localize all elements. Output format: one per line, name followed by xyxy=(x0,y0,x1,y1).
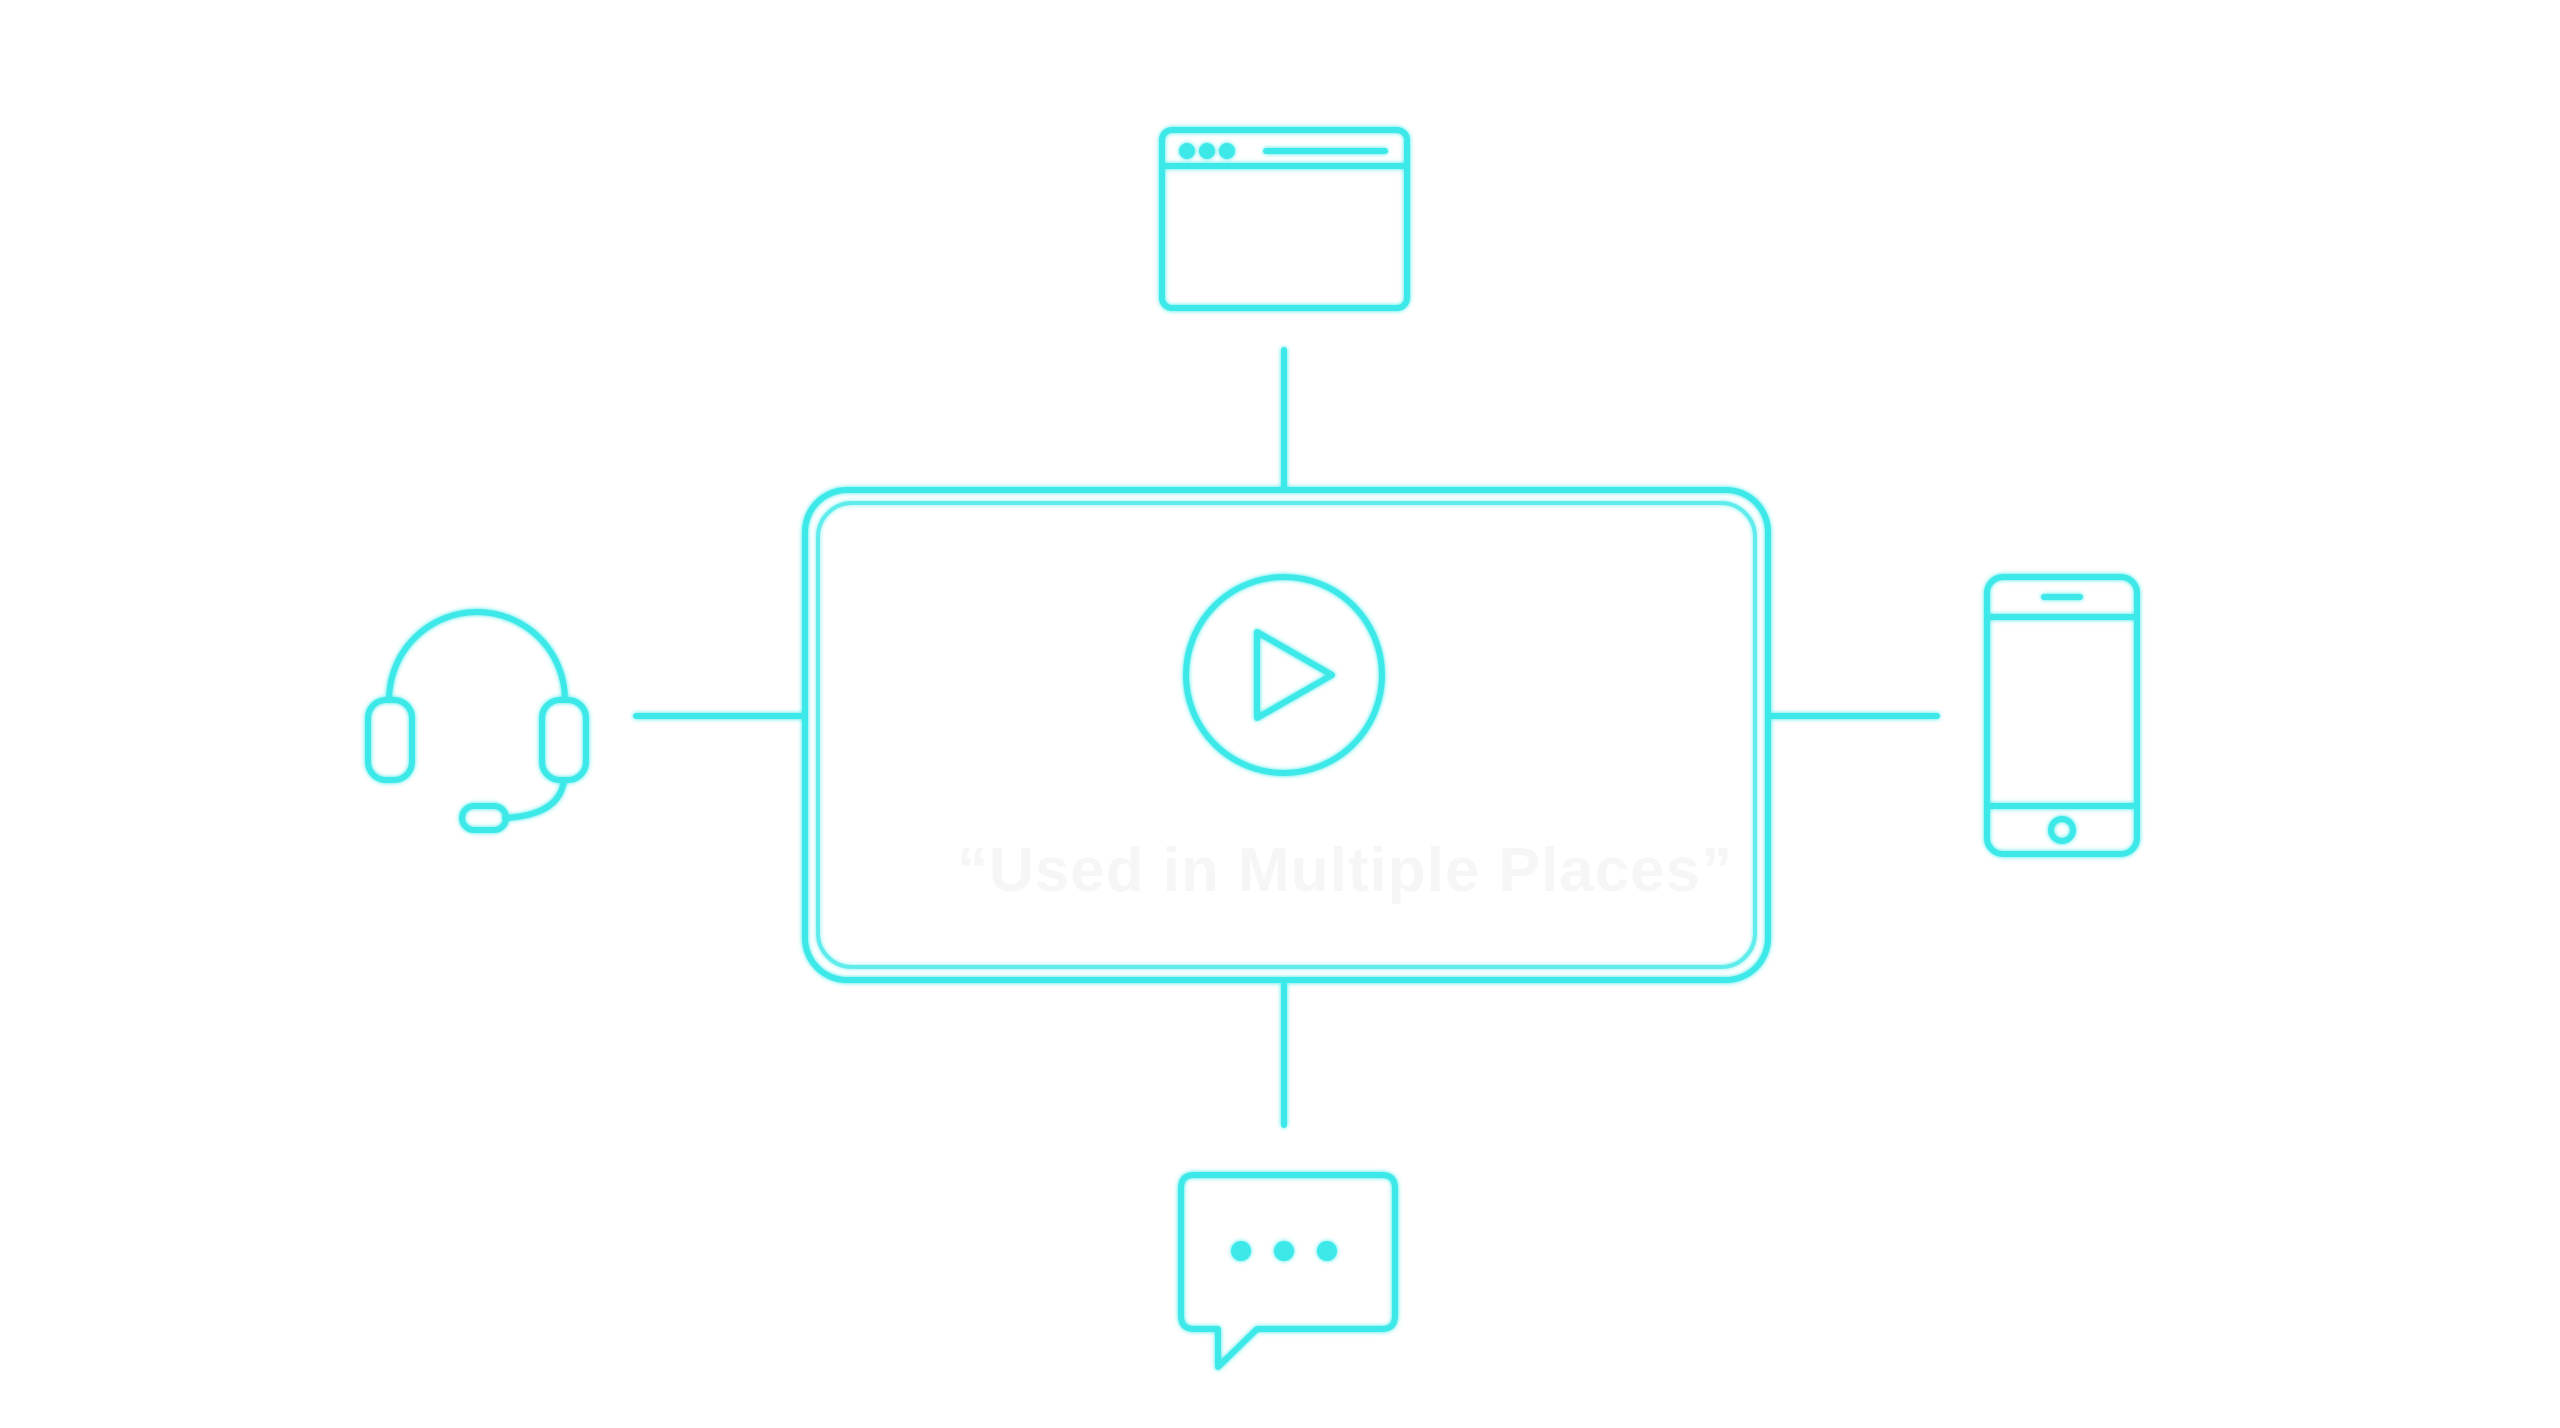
chat-bubble-icon xyxy=(1178,1172,1398,1370)
caption-text: “Used in Multiple Places” xyxy=(956,836,1734,905)
video-card xyxy=(802,487,1771,983)
browser-window-icon xyxy=(1159,127,1410,311)
play-button-icon xyxy=(1183,574,1385,776)
smartphone-icon xyxy=(1984,574,2140,857)
headset-icon xyxy=(365,609,589,833)
